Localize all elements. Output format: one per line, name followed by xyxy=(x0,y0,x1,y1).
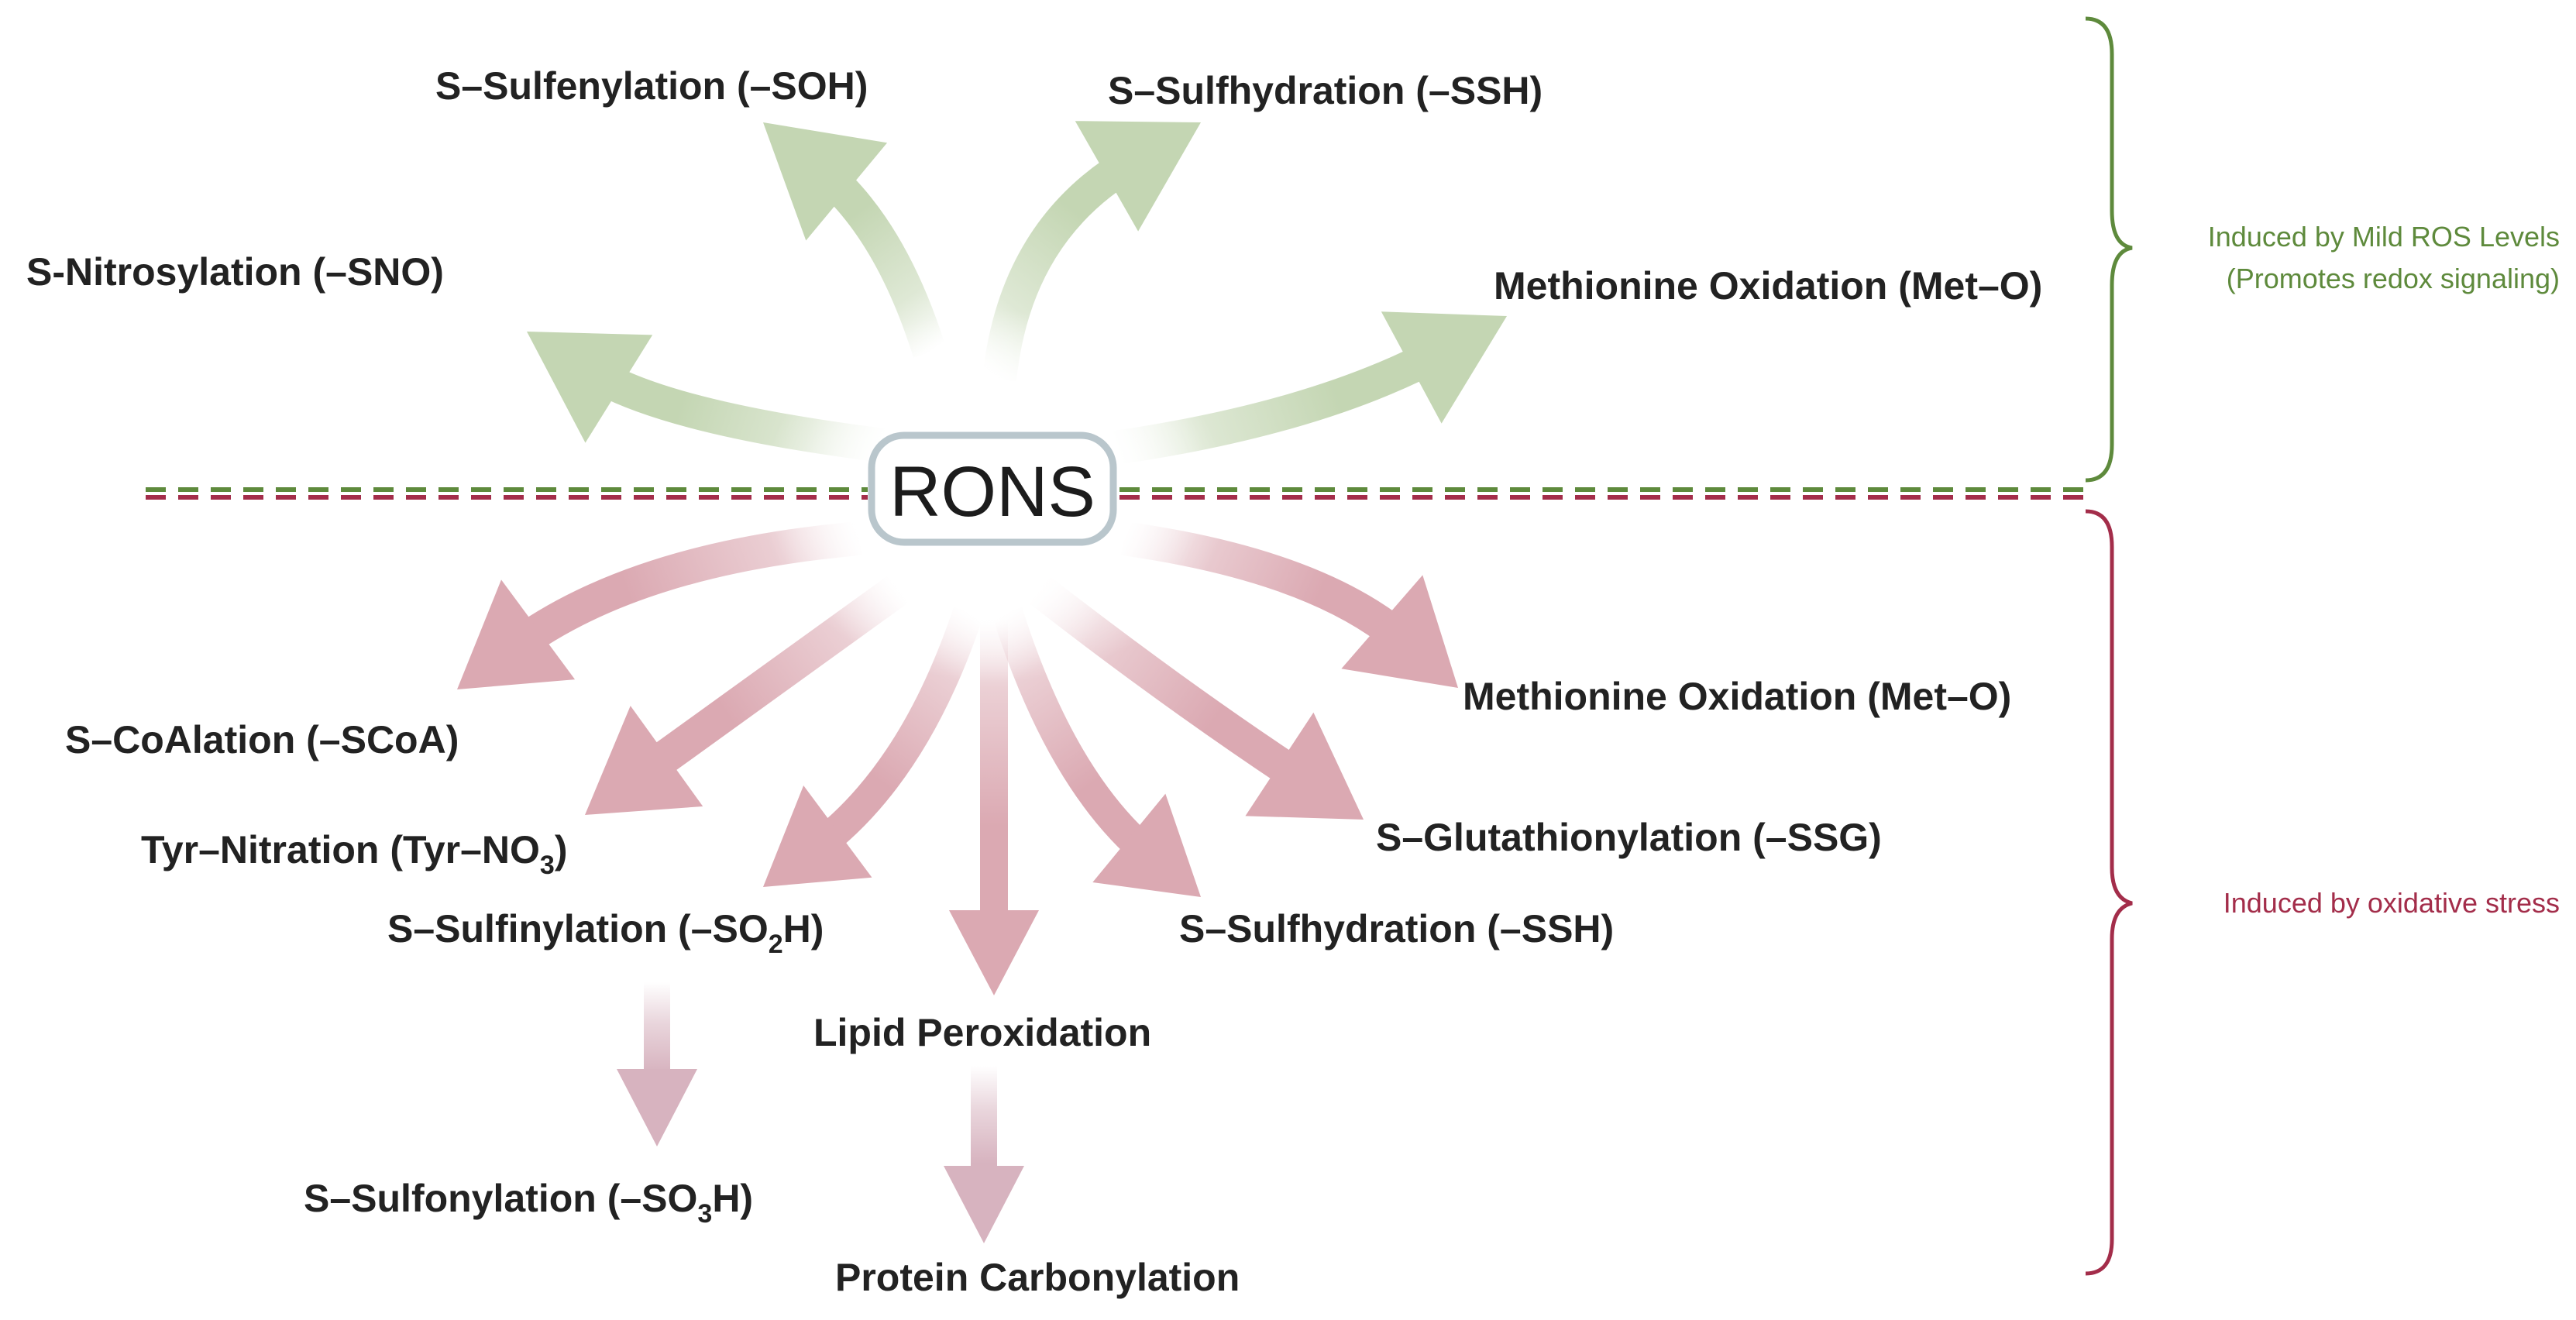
rons-label: RONS xyxy=(889,452,1095,531)
stress-label-sulfhydration: S–Sulfhydration (–SSH) xyxy=(1179,907,1614,950)
arrow-to-tyr-nitration-head xyxy=(585,706,703,815)
arrow-to-met-oxidation-head xyxy=(1341,575,1458,688)
arrow-to-sulfinylation-head xyxy=(763,785,872,887)
stress-label-sulfinylation: S–Sulfinylation (–SO2H) xyxy=(387,907,824,959)
stress-label-coalation: S–CoAlation (–SCoA) xyxy=(65,718,459,761)
arrow-to-sulfhydration-head xyxy=(1092,793,1201,897)
mild-bracket-label-line1: Induced by Mild ROS Levels xyxy=(2208,221,2560,253)
divider-line xyxy=(146,487,2084,500)
arrow-to-nitrosylation-head xyxy=(527,332,653,443)
stress-label-met-oxidation: Methionine Oxidation (Met–O) xyxy=(1463,675,2011,718)
downstream-label-protein-carbonylation: Protein Carbonylation xyxy=(835,1256,1240,1299)
stress-label-glutathionylation: S–Glutathionylation (–SSG) xyxy=(1376,816,1882,859)
stress-label-tyr-nitration: Tyr–Nitration (Tyr–NO3) xyxy=(141,828,567,880)
arrow-to-sulfenylation-head xyxy=(763,122,888,241)
arrow-to-lipid-peroxidation-head xyxy=(949,910,1039,995)
rons-box: RONS xyxy=(868,431,1117,546)
arrow-to-protein-carbonylation xyxy=(944,1066,1024,1243)
arrow-to-sulfonylation xyxy=(617,982,697,1146)
arrow-to-coalation-head xyxy=(457,579,576,689)
arrow-to-sulfhydration-head xyxy=(1075,121,1201,232)
mild-bracket-label-line2: (Promotes redox signaling) xyxy=(2227,263,2560,294)
arrow-to-glutathionylation-head xyxy=(1245,712,1364,820)
stress-bracket-label: Induced by oxidative stress xyxy=(2223,887,2560,919)
stress-bracket xyxy=(2085,509,2133,1276)
stress-label-lipid-peroxidation: Lipid Peroxidation xyxy=(813,1011,1151,1054)
downstream-label-sulfonylation: S–Sulfonylation (–SO3H) xyxy=(304,1177,753,1229)
mild-label-sulfhydration: S–Sulfhydration (–SSH) xyxy=(1108,69,1543,112)
arrow-to-protein-carbonylation-head xyxy=(944,1166,1024,1243)
mild-bracket xyxy=(2085,16,2133,483)
arrow-to-met-oxidation-head xyxy=(1381,311,1507,424)
mild-label-sulfenylation: S–Sulfenylation (–SOH) xyxy=(435,64,868,108)
mild-label-met-oxidation: Methionine Oxidation (Met–O) xyxy=(1494,264,2042,308)
arrow-to-sulfenylation xyxy=(763,122,946,358)
mild-label-nitrosylation: S-Nitrosylation (–SNO) xyxy=(26,250,444,294)
arrow-to-sulfonylation-head xyxy=(617,1069,697,1146)
